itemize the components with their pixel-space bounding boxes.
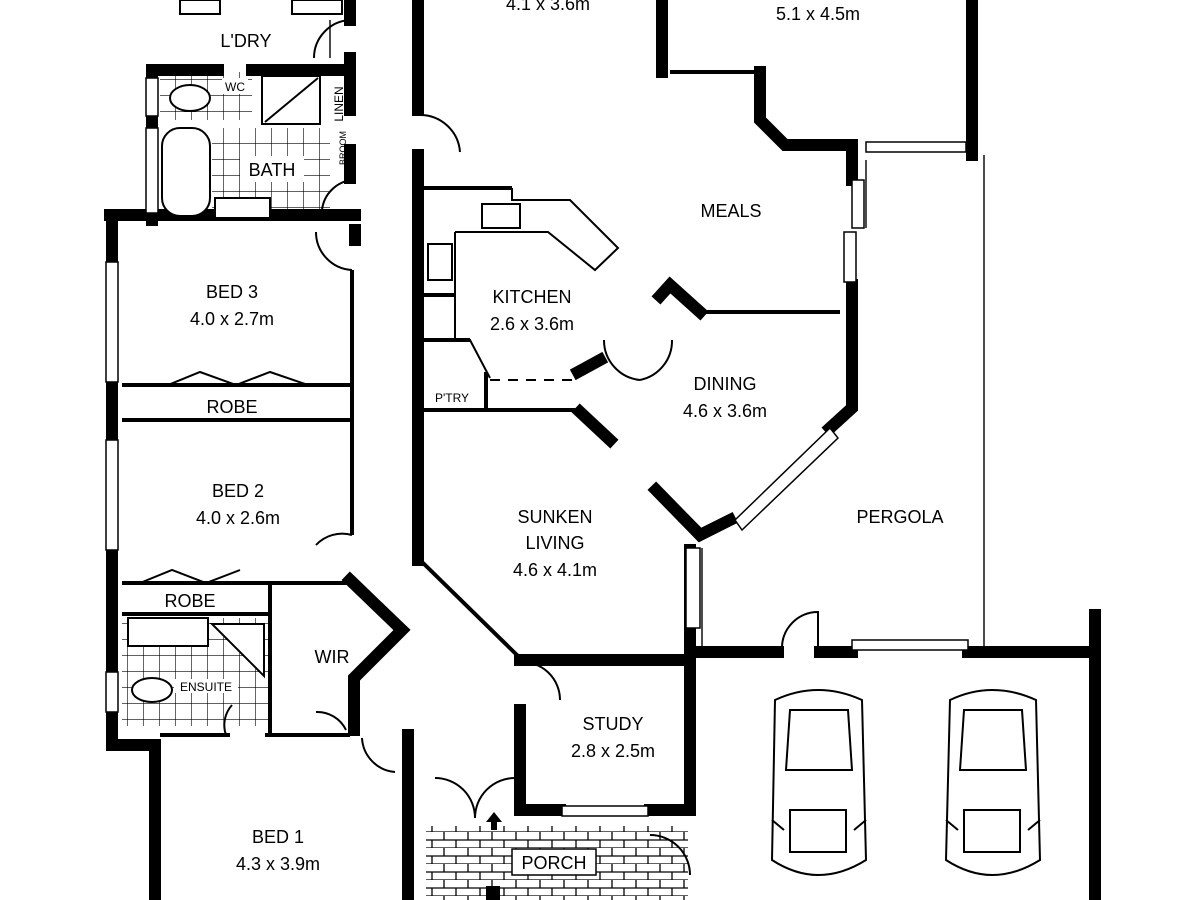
wir-label: WIR [315,647,350,667]
kitchen-dim: 2.6 x 3.6m [490,314,574,334]
kitchen-bench [454,188,620,340]
pantry-label: P'TRY [435,391,469,405]
kitchen-stove [427,243,453,281]
broom-label: BROOM [338,131,348,165]
dining-label: DINING [694,374,757,394]
bed3-label: BED 3 [206,282,258,302]
pergola-label: PERGOLA [856,507,943,527]
sunken-dim: 4.6 x 4.1m [513,560,597,580]
ensuite-toilet [131,677,173,703]
robe3-label: ROBE [206,397,257,417]
linen-label: LINEN [332,86,346,121]
bed1-label: BED 1 [252,827,304,847]
room-top-right-dim: 5.1 x 4.5m [776,4,860,24]
windows [105,77,969,817]
robe2-label: ROBE [164,591,215,611]
bed2-label: BED 2 [212,481,264,501]
thin-lines [329,20,985,813]
robe2-doors [139,568,241,585]
study-label: STUDY [582,714,643,734]
study-dim: 2.8 x 2.5m [571,741,655,761]
laundry-machine [291,0,343,15]
laundry-tub [179,0,221,15]
kitchen-sink [481,203,521,229]
kitchen-label: KITCHEN [492,287,571,307]
ensuite-shower [209,623,265,679]
bathtub [161,127,211,217]
bed2-dim: 4.0 x 2.6m [196,508,280,528]
laundry-label: L'DRY [220,31,271,51]
bath-vanity [214,197,271,219]
dining-dim: 4.6 x 3.6m [683,401,767,421]
porch-post [486,886,500,900]
bed1-dim: 4.3 x 3.9m [236,854,320,874]
sunken-label-1: SUNKEN [517,507,592,527]
car-right [944,689,1042,876]
meals-label: MEALS [700,201,761,221]
car-left [770,689,868,876]
robe3-doors [167,370,309,387]
porch-label: PORCH [521,853,586,873]
room-top-left-dim: 4.1 x 3.6m [506,0,590,14]
ensuite-label: ENSUITE [180,680,232,694]
ensuite-vanity [127,617,209,647]
wc-toilet [169,84,211,112]
wc-label: WC [225,80,245,94]
entry-arrow-icon [486,812,502,830]
bed3-dim: 4.0 x 2.7m [190,309,274,329]
sunken-label-2: LIVING [525,533,584,553]
bath-label: BATH [249,160,296,180]
